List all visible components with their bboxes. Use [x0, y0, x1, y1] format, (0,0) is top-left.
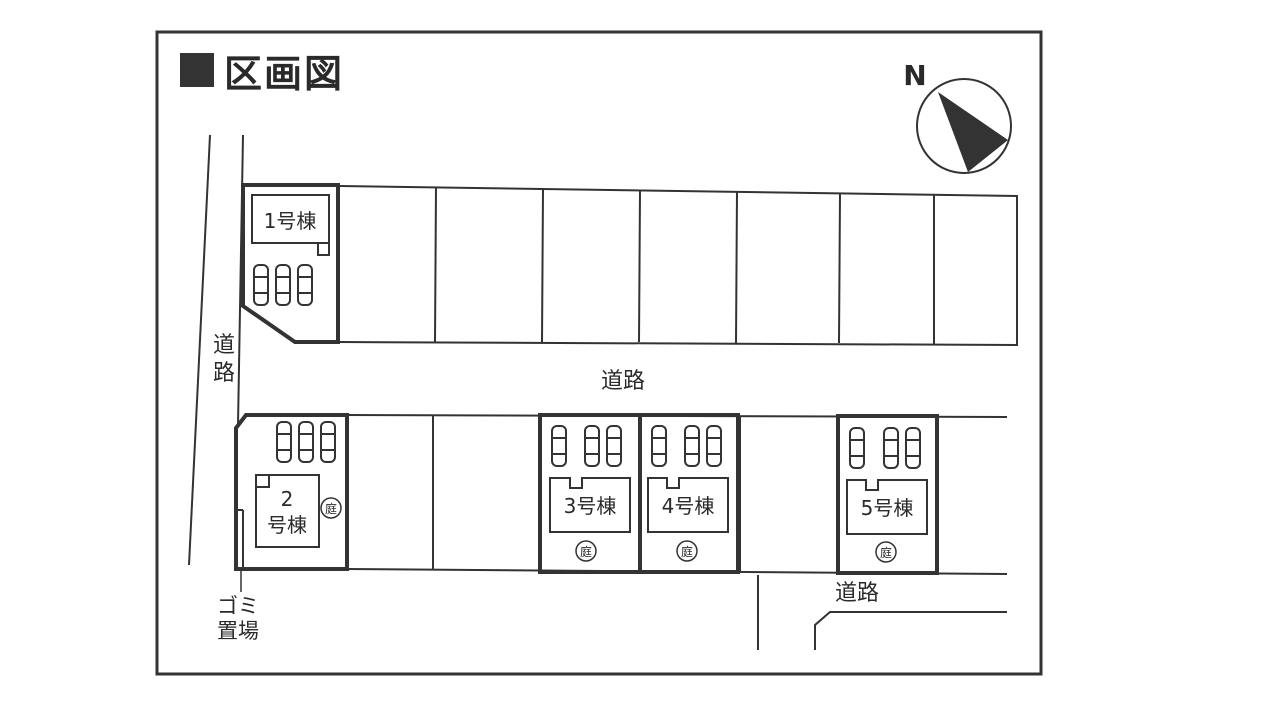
- building-2-label-line1: 2: [281, 487, 294, 511]
- svg-text:庭: 庭: [681, 544, 693, 559]
- lot-4-garden-icon: 庭: [676, 540, 698, 562]
- road-label-bottom: 道路: [835, 581, 879, 606]
- lot-5-car-icons: [849, 427, 921, 469]
- north-compass-icon: N: [903, 59, 1012, 174]
- lot-5-garden-icon: 庭: [875, 541, 897, 563]
- lot-1-car-icons: [253, 264, 313, 306]
- building-3-label: 3号棟: [564, 494, 617, 518]
- building-2: [255, 474, 320, 548]
- svg-text:庭: 庭: [325, 501, 337, 516]
- top-row-lots: [337, 185, 1018, 347]
- plan-frame: [155, 30, 1043, 676]
- lot-1: 1号棟: [241, 183, 340, 344]
- building-1-label: 1号棟: [264, 209, 317, 233]
- left-road-line-outer: [188, 134, 211, 566]
- bottom-road-lines: [757, 575, 1007, 650]
- garbage-label-line1: ゴミ: [217, 594, 259, 618]
- svg-text:庭: 庭: [580, 544, 592, 559]
- road-label-main: 道路: [601, 369, 645, 394]
- building-2-label-line2: 号棟: [267, 513, 307, 537]
- lot-2: 2 号棟 庭: [234, 413, 349, 571]
- road-label-left-1: 道: [213, 333, 235, 358]
- compass-label: N: [903, 59, 926, 92]
- building-4-label: 4号棟: [662, 494, 715, 518]
- lot-2-garden-icon: 庭: [320, 497, 342, 519]
- building-5-label: 5号棟: [861, 496, 914, 520]
- garbage-label-line2: 置場: [217, 619, 259, 643]
- lot-4-car-icons: [651, 425, 722, 467]
- lot-3-car-icons: [551, 425, 622, 467]
- plan-title-text: 区画図: [224, 51, 345, 96]
- lot-3-garden-icon: 庭: [575, 540, 597, 562]
- title-square-icon: [180, 53, 214, 87]
- lot-5: 5号棟 庭: [836, 414, 939, 575]
- plan-title: 区画図: [180, 48, 344, 96]
- road-label-left-2: 路: [213, 361, 235, 386]
- lot-4: 4号棟 庭: [638, 413, 740, 574]
- lot-2-car-icons: [276, 421, 336, 463]
- svg-text:庭: 庭: [880, 545, 892, 560]
- building-1: [251, 194, 330, 244]
- lot-3: 3号棟 庭: [538, 413, 642, 574]
